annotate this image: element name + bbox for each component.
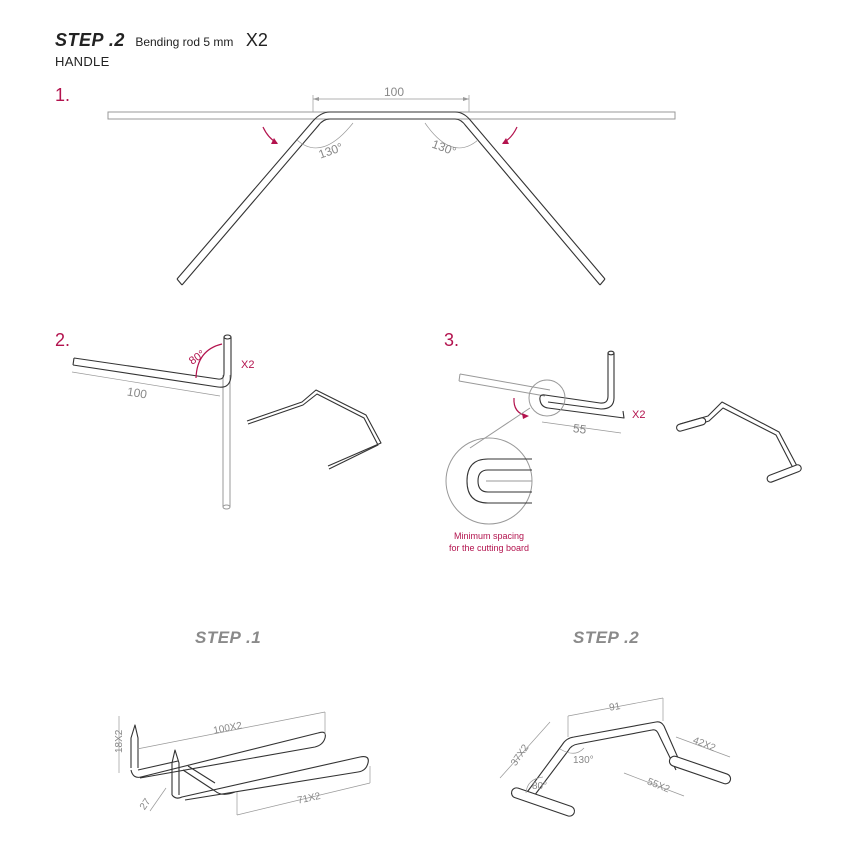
bottom-step2-drawing: 91 37X2 42X2 55X2 130° 80°	[499, 697, 732, 817]
panel-3-number: 3.	[444, 330, 460, 350]
panel-1-number: 1.	[55, 85, 71, 105]
step2-handle	[521, 721, 683, 800]
bottom-step1-drawing: 18X2 100X2 27 71X2	[114, 711, 371, 816]
p3-quantity: X2	[632, 409, 645, 421]
panel-3-drawing: 55 X2	[445, 350, 802, 525]
header-quantity: X2	[245, 30, 268, 50]
step2-dim-c: 42X2	[691, 735, 717, 754]
step2-angle-a: 130°	[573, 755, 594, 766]
header-step: STEP .2	[55, 30, 125, 50]
p3-caption-line1: Minimum spacing	[453, 531, 525, 541]
p3-iso-handle	[679, 401, 798, 478]
p3-dim-length: 55	[572, 421, 587, 437]
bottom-step2-label: STEP .2	[573, 628, 640, 647]
step2-angle-b: 80°	[532, 781, 547, 792]
bent-rod	[176, 111, 606, 280]
p3-rod	[539, 353, 625, 419]
step1-dim-b: 100X2	[213, 720, 244, 736]
bent-rod-inner	[181, 118, 601, 286]
step1-dim-a: 18X2	[114, 729, 125, 753]
panel-1-drawing: 100 130° 130°	[107, 85, 676, 286]
p1-dim-length: 100	[384, 85, 404, 99]
step2-dim-d: 55X2	[645, 776, 671, 795]
header-subtitle: HANDLE	[55, 54, 110, 69]
p2-quantity: X2	[241, 359, 254, 371]
panel-2-number: 2.	[55, 330, 71, 350]
p2-iso-handle	[246, 389, 382, 467]
header-description: Bending rod 5 mm	[135, 35, 234, 49]
step1-rod-front	[171, 756, 369, 801]
p2-rod	[73, 337, 225, 380]
step2-dim-a: 91	[608, 701, 621, 714]
p3-caption: Minimum spacing for the cutting board	[432, 530, 546, 554]
panel-2-drawing: 100 80° X2	[71, 334, 382, 510]
straight-rod-outline	[107, 111, 676, 120]
p2-dim-length: 100	[126, 385, 148, 402]
p1-angle-left: 130°	[317, 140, 345, 162]
p2-angle: 80°	[187, 348, 208, 367]
p3-caption-line2: for the cutting board	[448, 543, 530, 553]
p1-angle-right: 130°	[430, 137, 458, 159]
bottom-step1-label: STEP .1	[195, 628, 262, 647]
header: STEP .2 Bending rod 5 mm X2	[55, 30, 268, 51]
step1-dim-d: 71X2	[296, 791, 322, 807]
step1-rod-back	[130, 731, 326, 779]
